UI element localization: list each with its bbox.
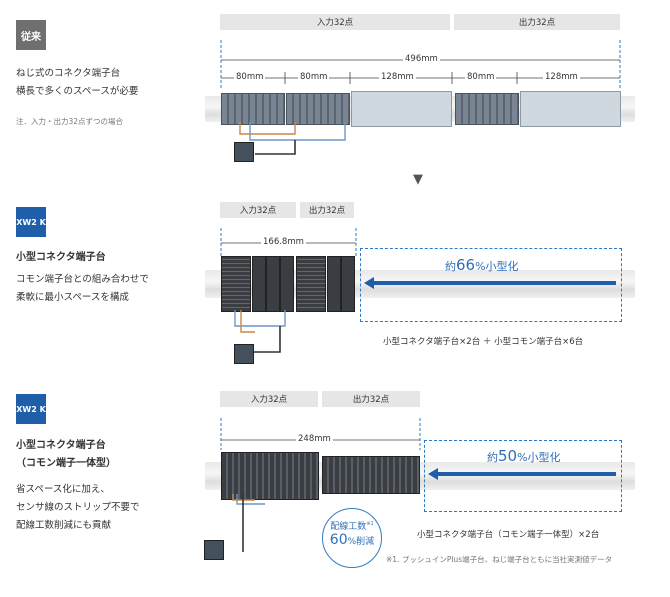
- section3-desc-line2: センサ線のストリップ不要で: [16, 502, 140, 513]
- section3-caption: 小型コネクタ端子台（コモン端子一体型）×2台: [417, 530, 600, 540]
- section1-dim-4: 80mm: [465, 72, 497, 82]
- section3-title-line2: （コモン端子一体型）: [16, 458, 116, 469]
- section1-header-out: 出力32点: [454, 14, 620, 30]
- section3-reduction-arrow: [428, 468, 616, 480]
- section2-sensor-device: [234, 344, 254, 364]
- section2-common-4: [327, 256, 341, 312]
- section1-dim-3: 128mm: [379, 72, 416, 82]
- section1-sensor-device: [234, 142, 254, 162]
- section1-terminal-block-4: [455, 93, 519, 125]
- section3-dim: 248mm: [296, 434, 333, 444]
- section3-reduction-prefix: 約: [487, 451, 498, 464]
- section1-wiring: [239, 122, 346, 155]
- section2-common-5: [341, 256, 355, 312]
- section2-header-out: 出力32点: [300, 202, 354, 218]
- section3-header-in: 入力32点: [220, 391, 318, 407]
- section2-reduction-label: 約66%小型化: [445, 256, 519, 274]
- section3-reduction-label: 約50%小型化: [487, 447, 561, 465]
- section3-connector-in: [221, 452, 319, 500]
- section3-badge-sup: ※1: [366, 521, 374, 527]
- section2-reduction-arrow: [364, 277, 616, 289]
- section2-connector-2: [296, 256, 326, 312]
- section2-title: 小型コネクタ端子台: [16, 252, 106, 263]
- section2-caption: 小型コネクタ端子台×2台 ＋ 小型コモン端子台×6台: [383, 337, 584, 347]
- section1-dimension-lines: [220, 40, 621, 90]
- section1-tag: 従来: [16, 20, 46, 50]
- section3-badge: 配線工数※1 60%削減: [322, 508, 382, 568]
- section1-note: 注．入力・出力32点ずつの場合: [16, 117, 124, 126]
- section3-sensor-device: [204, 540, 224, 560]
- section2-desc-line1: コモン端子台との組み合わせで: [16, 274, 149, 285]
- section1-terminal-block-1: [221, 93, 285, 125]
- section1-terminal-block-3: [351, 91, 452, 127]
- section2-reduction-prefix: 約: [445, 260, 456, 273]
- section3-footnote: ※1. プッシュインPlus端子台、ねじ端子台ともに当社実測値データ: [386, 555, 613, 564]
- section3-desc-line1: 省スペース化に加え、: [16, 484, 110, 495]
- section3-wiring: [232, 494, 265, 552]
- section3-header-out: 出力32点: [322, 391, 420, 407]
- down-arrow: ▼: [413, 172, 423, 187]
- section3-badge-line1: 配線工数: [330, 522, 367, 532]
- section3-reduction-suffix: %小型化: [517, 451, 561, 464]
- section1-header-in: 入力32点: [220, 14, 450, 30]
- section2-desc-line2: 柔軟に最小スペースを構成: [16, 292, 129, 303]
- section1-dim-5: 128mm: [543, 72, 580, 82]
- section3-tag: XW2 K: [16, 394, 46, 424]
- section2-common-1: [252, 256, 266, 312]
- section1-desc-line1: ねじ式のコネクタ端子台: [16, 68, 121, 79]
- section3-badge-value: 60: [329, 532, 348, 548]
- section3-connector-out: [322, 456, 420, 494]
- section3-reduction-box: [424, 440, 622, 512]
- section2-dim: 166.8mm: [261, 237, 306, 247]
- section2-reduction-suffix: %小型化: [475, 260, 519, 273]
- section1-terminal-block-5: [520, 91, 621, 127]
- section1-total-dim: 496mm: [403, 54, 440, 64]
- section1-dim-2: 80mm: [298, 72, 330, 82]
- section2-common-2: [266, 256, 280, 312]
- section3-badge-suffix: %削減: [347, 537, 375, 547]
- section2-connector-1: [221, 256, 251, 312]
- section3-desc-line3: 配線工数削減にも貢献: [16, 520, 112, 531]
- section1-desc-line2: 横長で多くのスペースが必要: [16, 86, 139, 97]
- section2-common-3: [280, 256, 294, 312]
- section2-wiring: [234, 310, 286, 353]
- section2-header-in: 入力32点: [220, 202, 296, 218]
- section2-reduction-box: [360, 248, 622, 322]
- section2-reduction-value: 66: [456, 256, 476, 274]
- section2-tag: XW2 K: [16, 207, 46, 237]
- section1-terminal-block-2: [286, 93, 350, 125]
- section1-dim-1: 80mm: [234, 72, 266, 82]
- section3-reduction-value: 50: [498, 447, 518, 465]
- section3-title-line1: 小型コネクタ端子台: [16, 440, 106, 451]
